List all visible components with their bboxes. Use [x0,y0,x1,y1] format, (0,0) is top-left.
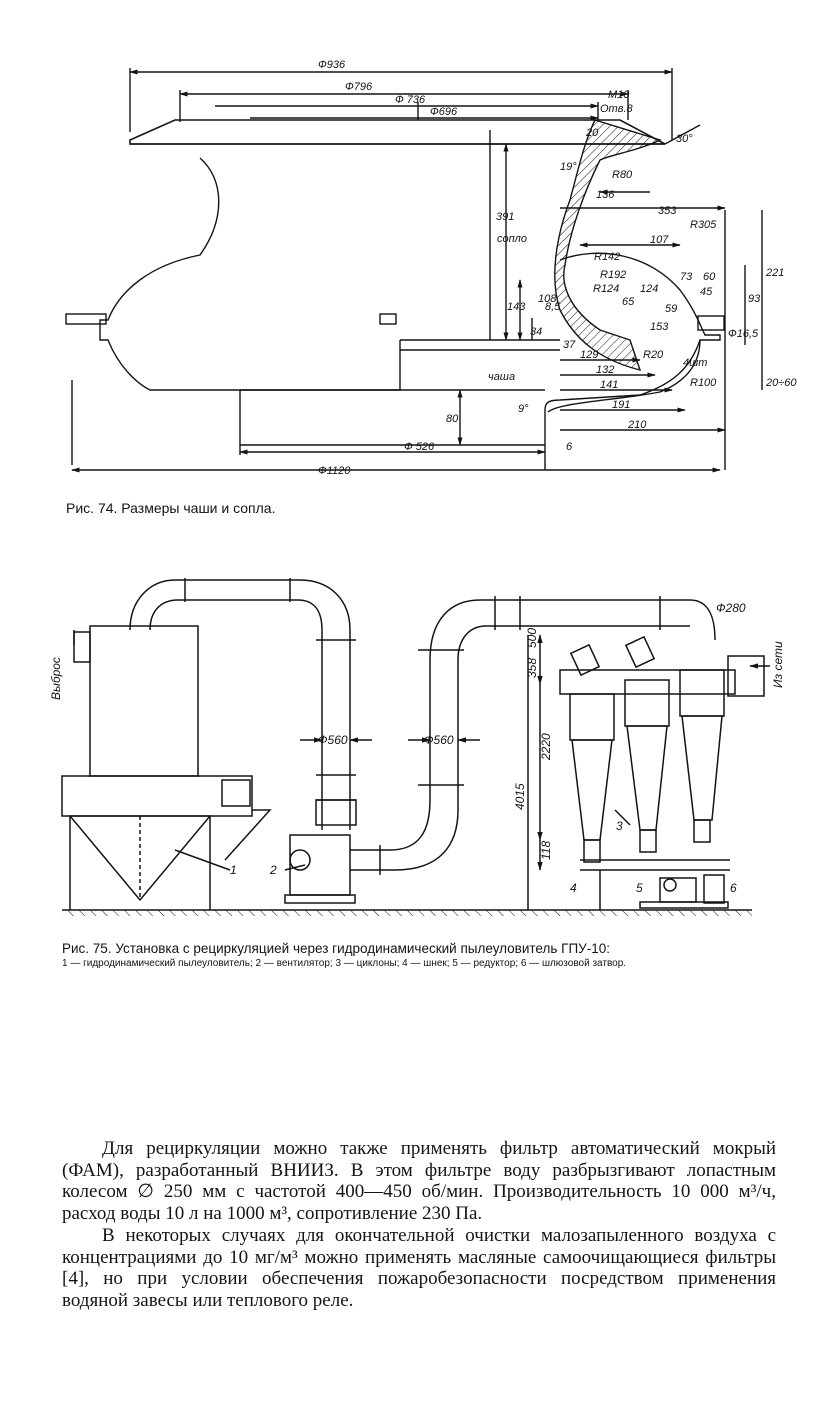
dim-696: Ф696 [430,106,458,118]
label-chasha: чаша [488,371,515,383]
dim-210: 210 [627,419,647,431]
body-paragraph-2: В некоторых случаях для окончательной оч… [62,1225,776,1311]
callout-1: 1 [230,863,237,877]
dim-129: 129 [580,349,598,361]
callout-6: 6 [730,881,737,895]
callout-5: 5 [636,881,643,895]
callout-3: 3 [616,819,623,833]
dim-391: 391 [496,211,514,223]
bowl-nozzle-drawing: Ф936 Ф796 Ф 736 Ф696 M10 Отв.8 30° 19° R… [65,59,797,477]
installation-lines [61,578,770,916]
dim-526: Ф 526 [404,441,435,453]
radius-80: R80 [612,169,633,181]
radius-305: R305 [690,219,717,231]
dim-20-60: 20÷60 [765,377,797,389]
angle-30: 30° [676,133,693,145]
dim-1120: Ф1120 [318,465,351,477]
dim-358: 358 [525,658,539,678]
angle-19: 19° [560,161,577,173]
label-otv: Отв.8 [600,103,634,115]
dim-936: Ф936 [318,59,346,71]
dim-118: 118 [539,841,553,860]
dim-20: 20 [585,127,599,139]
dim-16-5: Ф16,5 [728,328,759,340]
dim-353: 353 [658,205,677,217]
label-4sht: 4шт [683,357,707,369]
dim-132: 132 [596,364,614,376]
radius-192: R192 [600,269,626,281]
figure-75-legend: 1 — гидродинамический пылеуловитель; 2 —… [62,958,627,969]
angle-9: 9° [518,403,529,415]
callout-2: 2 [269,863,277,877]
dim-60: 60 [703,271,716,283]
dim-141: 141 [600,379,618,391]
dim-2220: 2220 [539,733,553,761]
dim-124: 124 [640,283,658,295]
bowl-drawing-lines [65,68,763,473]
dim-107: 107 [650,234,669,246]
dim-93: 93 [748,293,761,305]
dim-8-5: 8,5 [545,301,561,313]
dim-560-b: Ф560 [424,733,454,747]
radius-20: R20 [643,349,664,361]
dim-45: 45 [700,286,713,298]
callout-4: 4 [570,881,577,895]
dim-796: Ф796 [345,81,373,93]
bowl-dimension-labels: Ф936 Ф796 Ф 736 Ф696 M10 Отв.8 30° 19° R… [318,59,797,477]
dim-73: 73 [680,271,693,283]
dim-6: 6 [566,441,573,453]
dim-34: 34 [530,326,542,338]
dim-65: 65 [622,296,635,308]
dim-4015: 4015 [513,783,527,810]
dim-143: 143 [507,301,526,313]
label-m10: M10 [608,89,630,101]
installation-drawing: Выброс Ф560 Ф560 Ф280 Из сети 500 358 22… [49,578,785,916]
figure-75-caption: Рис. 75. Установка с рециркуляцией через… [62,940,762,970]
figure-75-caption-title: Рис. 75. Установка с рециркуляцией через… [62,941,610,956]
installation-labels: Выброс Ф560 Ф560 Ф280 Из сети 500 358 22… [49,601,785,895]
dim-221: 221 [765,267,784,279]
dim-37: 37 [563,339,576,351]
label-soplo: сопло [497,233,527,245]
dim-108: 108 [538,293,557,305]
dim-191: 191 [612,399,630,411]
dim-136: 136 [596,189,615,201]
label-vybros: Выброс [49,657,63,700]
dim-280: Ф280 [716,601,746,615]
figure-74-caption: Рис. 74. Размеры чаши и сопла. [66,500,276,516]
radius-100: R100 [690,377,717,389]
dim-59: 59 [665,303,677,315]
label-iz-seti: Из сети [771,641,785,688]
dim-736: Ф 736 [395,94,426,106]
dim-500: 500 [525,628,539,648]
dim-560-a: Ф560 [318,733,348,747]
dim-153: 153 [650,321,669,333]
radius-142: R142 [594,251,620,263]
body-paragraph-1: Для рециркуляции можно также применять ф… [62,1138,776,1224]
radius-124: R124 [593,283,619,295]
dim-80: 80 [446,413,459,425]
